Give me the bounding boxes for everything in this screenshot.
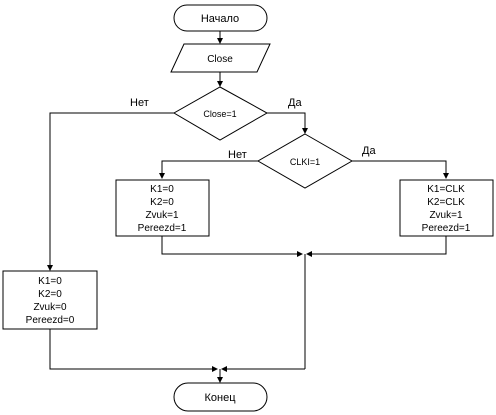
- process-left-line-4: Pereezd=1: [138, 223, 187, 234]
- arrowhead: [443, 173, 449, 179]
- connector-decision2-no: [161, 160, 258, 176]
- arrowhead: [306, 251, 312, 257]
- connector-decision2-yes: [352, 160, 447, 176]
- decision-clki: CLKI=1: [256, 133, 354, 189]
- arrowhead: [217, 38, 223, 44]
- arrowhead: [217, 377, 223, 383]
- end-label: Конец: [204, 392, 236, 404]
- process-right-line-3: Zvuk=1: [429, 210, 463, 221]
- process-right: K1=CLK K2=CLK Zvuk=1 Pereezd=1: [399, 179, 494, 237]
- start-label: Начало: [201, 13, 239, 25]
- end-terminal: Конец: [173, 382, 268, 412]
- arrowhead: [221, 366, 227, 372]
- connector-decision1-no: [49, 112, 174, 268]
- input-block: Close: [170, 43, 271, 73]
- process-far-left-line-3: Zvuk=0: [33, 302, 67, 313]
- decision-close-no-label: Нет: [130, 97, 149, 109]
- process-left-line-1: K1=0: [150, 184, 174, 195]
- decision-close-label: Close=1: [203, 109, 236, 119]
- decision-clki-yes-label: Да: [362, 145, 376, 157]
- connector-process-left-merge: [161, 236, 300, 255]
- decision-clki-label: CLKI=1: [290, 157, 320, 167]
- arrowhead: [212, 366, 218, 372]
- arrowhead: [47, 265, 53, 271]
- decision-close: Close=1: [172, 86, 269, 141]
- connector-far-left-merge: [49, 329, 215, 370]
- start-terminal: Начало: [173, 4, 268, 32]
- process-right-line-2: K2=CLK: [427, 197, 465, 208]
- process-left-line-2: K2=0: [150, 197, 174, 208]
- arrowhead: [302, 128, 308, 134]
- input-label: Close: [207, 54, 233, 65]
- arrowhead: [217, 81, 223, 87]
- process-left: K1=0 K2=0 Zvuk=1 Pereezd=1: [115, 179, 210, 237]
- decision-clki-no-label: Нет: [228, 149, 247, 161]
- connector-process-right-merge: [309, 236, 447, 255]
- process-left-line-3: Zvuk=1: [145, 210, 179, 221]
- process-far-left: K1=0 K2=0 Zvuk=0 Pereezd=0: [2, 270, 98, 330]
- decision-close-yes-label: Да: [288, 97, 302, 109]
- process-far-left-line-2: K2=0: [38, 289, 62, 300]
- arrowhead: [297, 251, 303, 257]
- arrowhead: [159, 173, 165, 179]
- process-right-line-4: Pereezd=1: [422, 223, 471, 234]
- process-far-left-line-1: K1=0: [38, 276, 62, 287]
- process-far-left-line-4: Pereezd=0: [26, 315, 75, 326]
- connector-decision1-yes: [267, 112, 306, 131]
- process-right-line-1: K1=CLK: [427, 184, 465, 195]
